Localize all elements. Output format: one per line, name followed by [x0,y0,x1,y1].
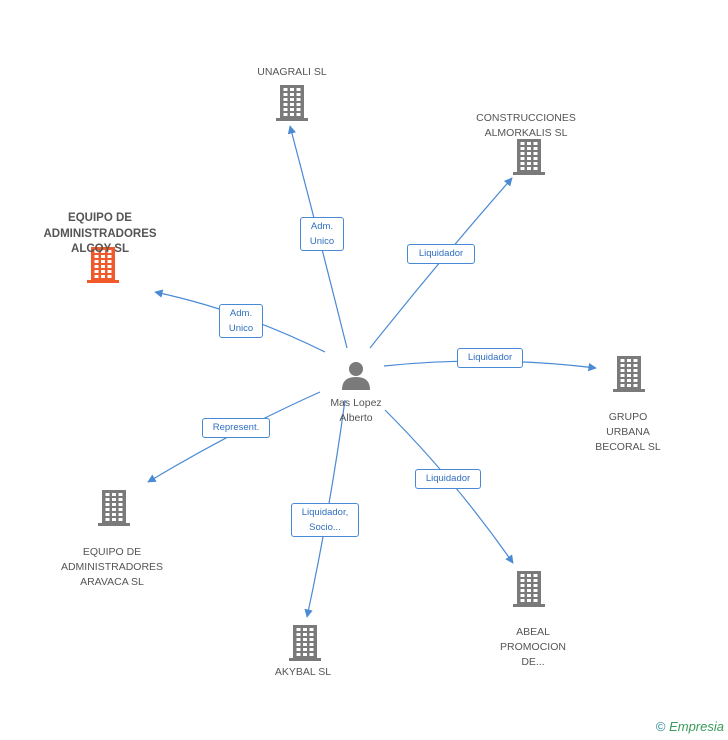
empresia-logo: Empresia [669,719,724,734]
building-icon[interactable] [513,139,545,180]
center-person-label[interactable]: Mas Lopez Alberto [330,397,382,424]
building-icon[interactable] [87,247,119,288]
building-icon[interactable] [289,625,321,666]
building-icon[interactable] [513,571,545,612]
edge-label-aravaca[interactable]: Represent. [202,418,270,438]
node-label-aravaca[interactable]: EQUIPO DE ADMINISTRADORES ARAVACA SL [60,546,164,588]
node-label-alcoy[interactable]: EQUIPO DE ADMINISTRADORES ALCOY SL [43,212,157,255]
building-icon[interactable] [613,356,645,397]
edge-label-grupo[interactable]: Liquidador [457,348,523,368]
node-label-grupo[interactable]: GRUPO URBANA BECORAL SL [595,411,661,453]
edge-label-construcciones[interactable]: Liquidador [407,244,475,264]
edge-label-abeal[interactable]: Liquidador [415,469,481,489]
edge-label-unagrali[interactable]: Adm. Unico [300,217,344,251]
node-label-akybal[interactable]: AKYBAL SL [274,666,332,678]
copyright-symbol: © [655,719,666,734]
edge-label-alcoy[interactable]: Adm. Unico [219,304,263,338]
building-icon[interactable] [98,490,130,531]
node-label-abeal[interactable]: ABEAL PROMOCION DE... [500,626,566,668]
person-icon[interactable] [341,360,371,395]
footer-brand[interactable]: © Empresia [656,719,724,734]
node-label-unagrali[interactable]: UNAGRALI SL [257,66,327,78]
building-icon[interactable] [276,85,308,126]
edge-label-akybal[interactable]: Liquidador, Socio... [291,503,359,537]
node-label-construcciones[interactable]: CONSTRUCCIONES ALMORKALIS SL [476,112,576,139]
